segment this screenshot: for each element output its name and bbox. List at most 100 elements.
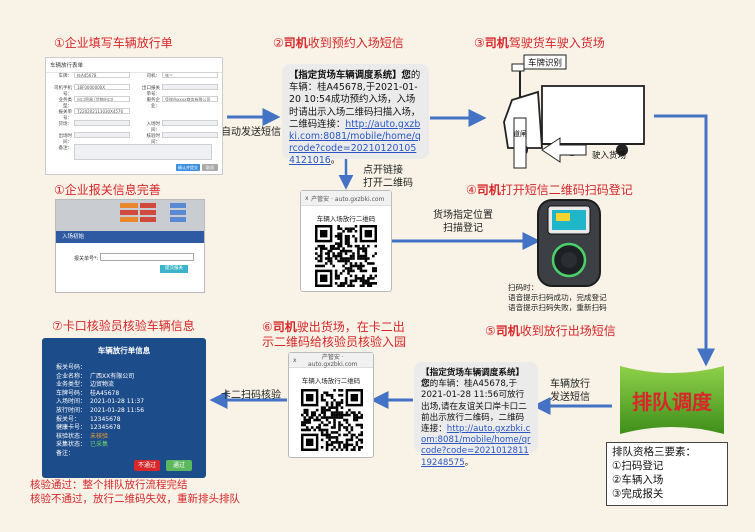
modal-submit-button[interactable]: 提交报关: [160, 265, 188, 273]
card-row-value: 已采集: [90, 441, 109, 449]
note-fail: 核验不通过，放行二维码失效，重新排头排队: [30, 493, 240, 505]
qr-phone-exit: x 产管安 · auto.gxzbki.com 车辆入场放行二维码: [288, 352, 374, 458]
requirements-title: 排队资格三要素：: [612, 446, 696, 458]
form-field-input[interactable]: [74, 144, 212, 160]
declaration-input[interactable]: [100, 253, 194, 261]
form-save-button[interactable]: 确认并提交: [176, 164, 200, 171]
form-field-input[interactable]: 桂A45678: [74, 72, 130, 78]
form-field-label: 司机手机号：: [54, 86, 72, 97]
scanner-device: [537, 199, 601, 287]
form-field-input[interactable]: [162, 132, 218, 138]
form-cancel-button[interactable]: 取消: [202, 164, 218, 171]
form-field-input[interactable]: [74, 132, 130, 138]
queue-label: 排队调度: [632, 390, 713, 414]
card-row-key: 业务类型：: [56, 381, 87, 389]
caption-click-link: 点开链接打开二维码: [363, 165, 413, 189]
step-4-title: ④司机打开短信二维码扫码登记: [466, 183, 633, 197]
sms-exit-header: 【指定货场车辆调度系统】您: [421, 368, 525, 390]
card-row-key: 备注：: [56, 450, 75, 457]
phone-url: 产管安 · auto.gxzbki.com: [308, 354, 358, 368]
form-field-input[interactable]: 凭祥市xxxx商务有限公司: [162, 96, 218, 102]
card-row-value: 2021-01-28 11:37: [90, 398, 145, 406]
svg-text:驶入货场: 驶入货场: [592, 150, 626, 161]
caption-yard-scan: 货场指定位置扫描登记: [433, 210, 493, 234]
pass-button[interactable]: 通过: [166, 460, 192, 471]
queue-dispatch: 排队调度: [620, 366, 724, 434]
form-field-input[interactable]: [162, 84, 218, 90]
qr-code-entry: [315, 225, 377, 287]
card-row-value: 2021-01-28 11:56: [90, 407, 145, 414]
form-field-label: 核验时间：: [146, 134, 161, 145]
card-row-key: 车牌号码：: [56, 389, 87, 397]
sms-exit-link[interactable]: http://auto.gxzbki.com:8081/mobile/home/…: [421, 424, 531, 468]
card-row-key: 放行时间：: [56, 407, 87, 414]
form-field-input[interactable]: 出口贸易 (货物出口): [74, 96, 130, 102]
form-title: 车辆放行表单: [46, 58, 222, 73]
form-field-input[interactable]: [74, 120, 130, 126]
form-field-input[interactable]: 7220202113030X4576: [74, 108, 130, 114]
phone-url: 产管安 · auto.gxzbki.com: [311, 195, 385, 203]
form-field-input[interactable]: 张三: [162, 72, 218, 78]
requirement-item: ①扫码登记: [612, 460, 664, 472]
card-title: 车辆放行单信息: [97, 346, 151, 355]
form-field-label: 货场：: [58, 122, 73, 127]
form-field-label: 业务类型：: [58, 98, 73, 109]
caption-scan-time: 扫码时：语音提示扫码成功，完成登记语音提示扫码失败，重新扫码: [508, 283, 607, 312]
card-row-key: 采集状态：: [56, 441, 87, 449]
reject-button[interactable]: 不通过: [134, 460, 160, 471]
phone-qr-title: 车辆入场放行二维码: [316, 215, 376, 223]
form-field-label: 报关单号：: [58, 110, 73, 121]
qr-code-exit: [301, 389, 363, 451]
caption-gate-scan: 卡二扫码核验: [221, 390, 281, 401]
card-row-key: 健康卡号：: [56, 424, 87, 432]
card-row-key: 报关号码：: [56, 364, 87, 371]
sms-entry: 【指定货场车辆调度系统】您的车辆：桂A45678,于2021-01-20 10:…: [282, 64, 429, 166]
sms-entry-body: 的车辆：桂A45678,于2021-01-20 10:54成功预约入场，入场时请…: [289, 70, 421, 130]
step-3-title: ③司机驾驶货车驶入货场: [474, 36, 605, 50]
step-1-title: ①企业填写车辆放行单: [54, 36, 173, 50]
caption-release: 车辆放行发送短信: [550, 379, 590, 403]
form-field-input[interactable]: 18F0000000X: [74, 84, 130, 90]
card-row-value: 桂A45678: [90, 389, 120, 397]
modal-bg-buttons: [118, 202, 204, 226]
card-row-value: 12345678: [90, 415, 121, 423]
plate-recognition-sign: [523, 54, 567, 70]
sms-entry-link[interactable]: http://auto.gxzbki.com:8081/mobile/home/…: [289, 118, 421, 167]
step-5-title: ⑤司机收到放行出场短信: [485, 324, 616, 338]
phone-qr-title: 车辆入场放行二维码: [301, 377, 361, 385]
card-row-key: 入场时间：: [56, 398, 87, 406]
truck-illustration: 车牌识别 道闸 驶入货场: [503, 54, 645, 169]
step-1b-title: ①企业报关信息完善: [54, 183, 161, 197]
form-field-label: 入场时间：: [146, 122, 161, 133]
phone-close-icon[interactable]: x: [293, 356, 297, 364]
form-field-input[interactable]: [162, 120, 218, 126]
form-field-label: 司机：: [146, 74, 161, 79]
card-row-key: 报关号：: [56, 415, 81, 423]
modal-body: 报关单号*: 提交报关: [56, 243, 204, 292]
release-info-card: 车辆放行单信息 报关号码：企业名称：广西XX有限公司业务类型：边贸物流车牌号码：…: [42, 338, 206, 478]
modal-title: 入场初始: [56, 231, 204, 243]
verification-note: 核验通过：整个排队放行流程完结 核验不通过，放行二维码失效，重新排头排队: [30, 478, 240, 506]
step-6-title: ⑥司机驶出货场，在卡二出示二维码给核验员核验入园: [262, 320, 407, 349]
caption-auto-sms: 自动发送短信: [221, 127, 281, 138]
step-7-title: ⑦卡口核验员核验车辆信息: [52, 319, 195, 333]
svg-text:道闸: 道闸: [513, 129, 527, 138]
sms-exit-body: 的车辆：桂A45678,于2021-01-28 11:56可放行出场,请在友谊关…: [421, 379, 527, 435]
declaration-modal-screenshot: 入场初始 报关单号*: 提交报关: [55, 199, 205, 293]
form-field-label: 出口报关单号：: [142, 86, 160, 97]
form-field-label: 出场时间：: [58, 134, 73, 145]
note-pass: 核验通过：整个排队放行流程完结: [30, 479, 188, 491]
card-row-key: 核验状态：: [56, 432, 87, 440]
card-row-value: 广西XX有限公司: [90, 372, 135, 380]
requirement-item: ②车辆入场: [612, 474, 664, 486]
sms-entry-header: 【指定货场车辆调度系统】您: [289, 70, 411, 81]
svg-text:车牌识别: 车牌识别: [528, 58, 562, 69]
phone-close-icon[interactable]: x: [305, 194, 309, 202]
modal-field-label: 报关单号*:: [74, 256, 99, 262]
requirement-item: ③完成报关: [612, 488, 664, 500]
card-row-value: 12345678: [90, 424, 121, 432]
form-field-label: 服务企业：: [146, 98, 161, 109]
